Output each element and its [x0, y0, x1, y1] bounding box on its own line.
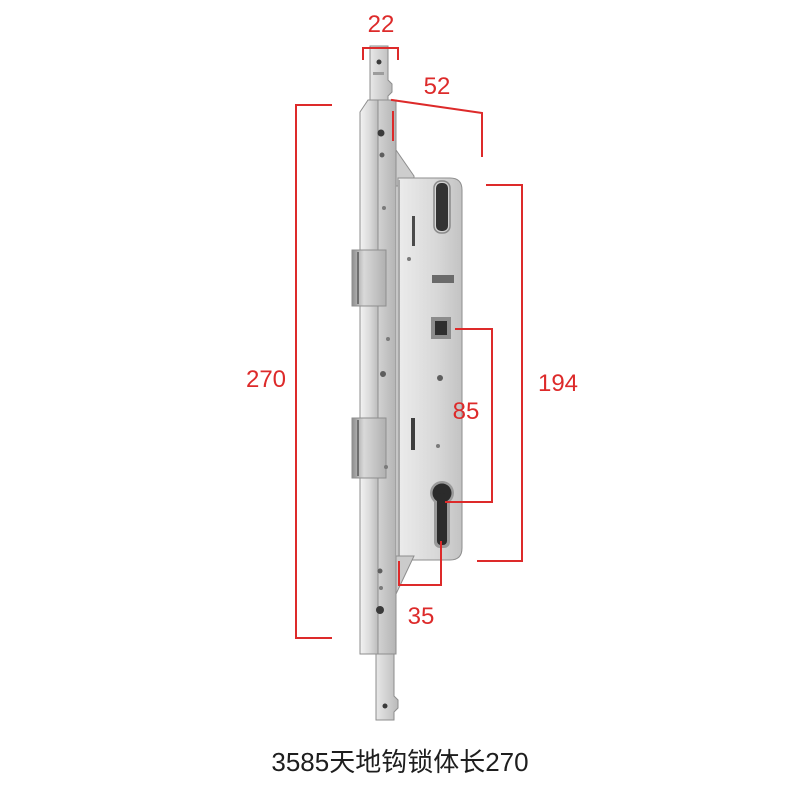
case-depth-line: [390, 98, 483, 157]
center-distance-line: [445, 328, 493, 503]
product-caption: 3585天地钩锁体长270: [271, 747, 528, 777]
backset-label: 35: [408, 603, 435, 630]
guide-slit-upper: [412, 216, 415, 246]
top-rod-notch: [373, 72, 384, 75]
total-length-line: [295, 104, 332, 639]
faceplate: [359, 99, 379, 655]
bottom-rod-hole: [382, 703, 388, 709]
bottom-rod: [375, 649, 399, 721]
total-length-label: 270: [246, 366, 286, 393]
faceplate-hole: [376, 606, 384, 614]
case-hole: [437, 375, 443, 381]
faceplate-hole: [382, 206, 386, 210]
backset-line: [398, 541, 442, 586]
case-height-line: [477, 184, 523, 562]
faceplate-width-label: 22: [368, 11, 395, 38]
faceplate-hole: [380, 371, 386, 377]
mortise-lock: [351, 45, 463, 721]
case-hole: [407, 257, 411, 261]
spindle-hole: [435, 321, 447, 335]
top-slot-rim: [433, 180, 451, 234]
case-depth-label: 52: [424, 73, 451, 100]
guide-slit-lower: [411, 418, 415, 450]
faceplate-hole: [377, 568, 383, 574]
case-height-label: 194: [538, 370, 578, 397]
faceplate-width-line: [362, 47, 399, 60]
top-rod-hole: [376, 59, 382, 65]
faceplate-hole: [386, 337, 390, 341]
case-hole: [436, 444, 440, 448]
dimension-annotations: 22 52 270 194 85 35: [246, 11, 578, 639]
faceplate-hole: [379, 586, 383, 590]
faceplate-side: [377, 99, 397, 655]
stamp-mark: [432, 275, 454, 283]
lock-case: [397, 177, 463, 561]
faceplate-hole: [377, 129, 385, 137]
faceplate-hole: [384, 465, 388, 469]
faceplate-hole: [379, 152, 385, 158]
cylinder-slot: [437, 493, 447, 545]
top-slot: [436, 183, 448, 231]
center-distance-label: 85: [453, 398, 480, 425]
